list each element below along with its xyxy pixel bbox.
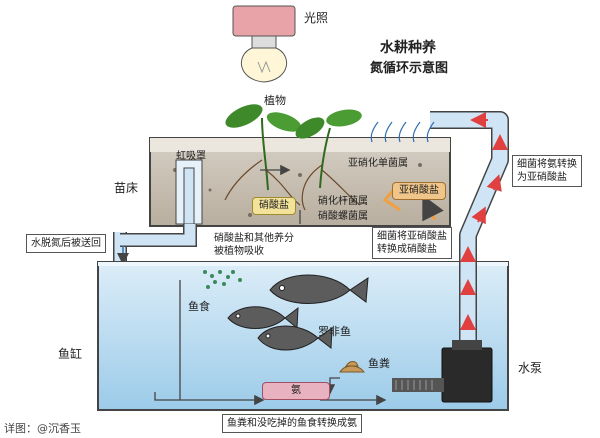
- tank-label: 鱼缸: [58, 347, 83, 361]
- tilapia-label: 罗非鱼: [318, 325, 351, 338]
- nitrobacter-label: 硝化杆菌属: [318, 196, 368, 207]
- nitrospira-label: 硝酸螺菌属: [318, 211, 368, 222]
- waste-to-ammonia-note: 鱼粪和没吃掉的鱼食转换成氨: [222, 414, 362, 433]
- ammonia-badge: 氨: [262, 382, 330, 400]
- nitrosomonas-label: 亚硝化单菌属: [348, 158, 408, 169]
- nitrite-to-nitrate-note: 细菌将亚硝酸盐 转换成硝酸盐: [372, 227, 452, 259]
- ammonia-to-nitrite-note: 细菌将氨转换 为亚硝酸盐: [512, 155, 582, 187]
- return-water-note: 水脱氮后被送回: [26, 234, 106, 253]
- siphon-label: 虹吸罩: [176, 151, 206, 162]
- bed-label: 苗床: [114, 181, 139, 195]
- title-line1: 水耕种养: [380, 40, 436, 56]
- fish-waste-label: 鱼粪: [368, 357, 390, 370]
- ammonia-to-nitrite-line1: 细菌将氨转换: [517, 159, 577, 170]
- fish-food-label: 鱼食: [188, 300, 210, 313]
- tilapia-fish: [227, 274, 369, 351]
- return-pipe: [113, 224, 197, 265]
- nitrate-badge: 硝酸盐: [252, 197, 296, 215]
- ammonia-to-nitrite-line2: 为亚硝酸盐: [517, 172, 567, 183]
- light-label: 光照: [304, 11, 329, 25]
- light-bulb: [232, 5, 296, 83]
- pump-pipe: [392, 111, 509, 403]
- flow-arrows: [154, 164, 444, 406]
- plant-absorb-line2: 被植物吸收: [214, 246, 264, 257]
- water-spray: [370, 121, 435, 143]
- title-line2: 氮循环示意图: [370, 61, 449, 76]
- nitrite-to-nitrate-line2: 转换成硝酸盐: [377, 244, 437, 255]
- plant-absorb-line1: 硝酸盐和其他养分: [214, 233, 294, 244]
- fish-food-particles: [203, 270, 242, 289]
- plant-drawing: [224, 104, 362, 211]
- fish-waste: [339, 361, 366, 373]
- nitrite-to-nitrate-line1: 细菌将亚硝酸盐: [377, 231, 447, 242]
- plant-absorb-note: 硝酸盐和其他养分 被植物吸收: [210, 230, 298, 260]
- nitrite-badge: 亚硝酸盐: [392, 182, 446, 200]
- credit-text: 详图：@沉香玉: [4, 422, 81, 435]
- plant-label: 植物: [264, 94, 286, 107]
- pump-label: 水泵: [518, 361, 543, 375]
- siphon: [175, 159, 203, 225]
